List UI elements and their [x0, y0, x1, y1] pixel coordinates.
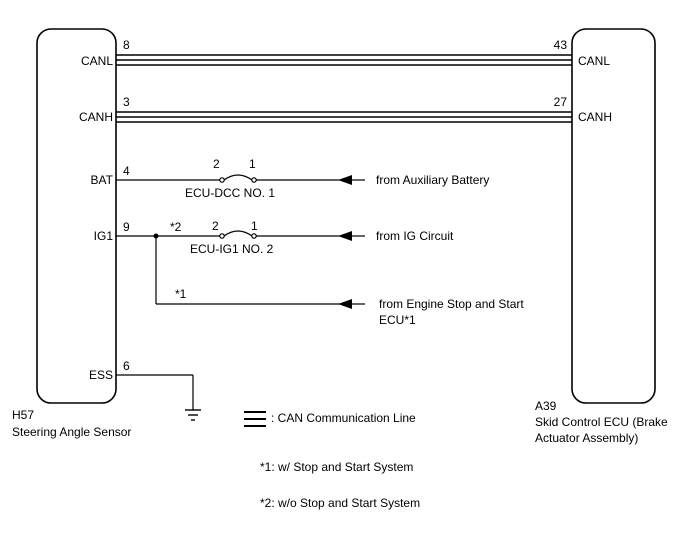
branch-arrow — [338, 299, 352, 309]
note-1: *1: w/ Stop and Start System — [260, 460, 413, 474]
left-pin-ig1-label: IG1 — [94, 229, 114, 243]
right-component-name-line2: Actuator Assembly) — [535, 431, 638, 445]
fuse-ig1-pin-right: 1 — [251, 219, 258, 233]
can-line-legend-label: : CAN Communication Line — [271, 411, 416, 425]
can-line-legend-icon — [244, 411, 266, 427]
source-engine-stop-line1: from Engine Stop and Start — [379, 297, 524, 311]
fuse-dcc-name: ECU-DCC NO. 1 — [185, 186, 275, 200]
note-2: *2: w/o Stop and Start System — [260, 496, 420, 510]
left-pin-canh-label: CANH — [79, 110, 113, 124]
branch-marker: *1 — [175, 287, 187, 301]
left-pin-canh-number: 3 — [123, 95, 130, 109]
left-pin-canl-number: 8 — [123, 38, 130, 52]
fuse-ig1-pin-left: 2 — [212, 219, 219, 233]
left-pin-ess-label: ESS — [89, 368, 113, 382]
bat-arrow — [338, 175, 352, 185]
fuse-dcc-pin-right: 1 — [249, 157, 256, 171]
source-ig-circuit: from IG Circuit — [376, 229, 454, 243]
fuse-ig1-name: ECU-IG1 NO. 2 — [190, 242, 274, 256]
source-engine-stop-line2: ECU*1 — [379, 313, 416, 327]
left-pin-ess-number: 6 — [123, 359, 130, 373]
right-component-name-line1: Skid Control ECU (Brake — [535, 415, 668, 429]
canl-bus — [116, 54, 572, 66]
left-pin-ig1-number: 9 — [123, 220, 130, 234]
left-component-code: H57 — [12, 408, 34, 422]
canh-bus — [116, 111, 572, 123]
right-pin-canh-number: 27 — [554, 95, 568, 109]
right-pin-canl-label: CANL — [578, 54, 610, 68]
ig1-arrow — [338, 231, 352, 241]
left-pin-canl-label: CANL — [81, 54, 113, 68]
fuse-dcc-pin-left: 2 — [213, 157, 220, 171]
branch-wire — [155, 236, 365, 305]
right-component-code: A39 — [535, 399, 557, 413]
left-pin-bat-label: BAT — [91, 173, 114, 187]
ground-icon — [185, 409, 201, 421]
left-component-name: Steering Angle Sensor — [12, 425, 131, 439]
bat-wire — [116, 174, 365, 183]
right-component-box — [571, 28, 656, 404]
ig1-marker: *2 — [170, 220, 182, 234]
right-pin-canh-label: CANH — [578, 110, 612, 124]
left-component-box — [36, 28, 117, 404]
source-aux-battery: from Auxiliary Battery — [376, 173, 489, 187]
ig1-wire — [116, 230, 365, 239]
left-pin-bat-number: 4 — [123, 164, 130, 178]
right-pin-canl-number: 43 — [554, 38, 568, 52]
ess-wire — [116, 374, 194, 410]
